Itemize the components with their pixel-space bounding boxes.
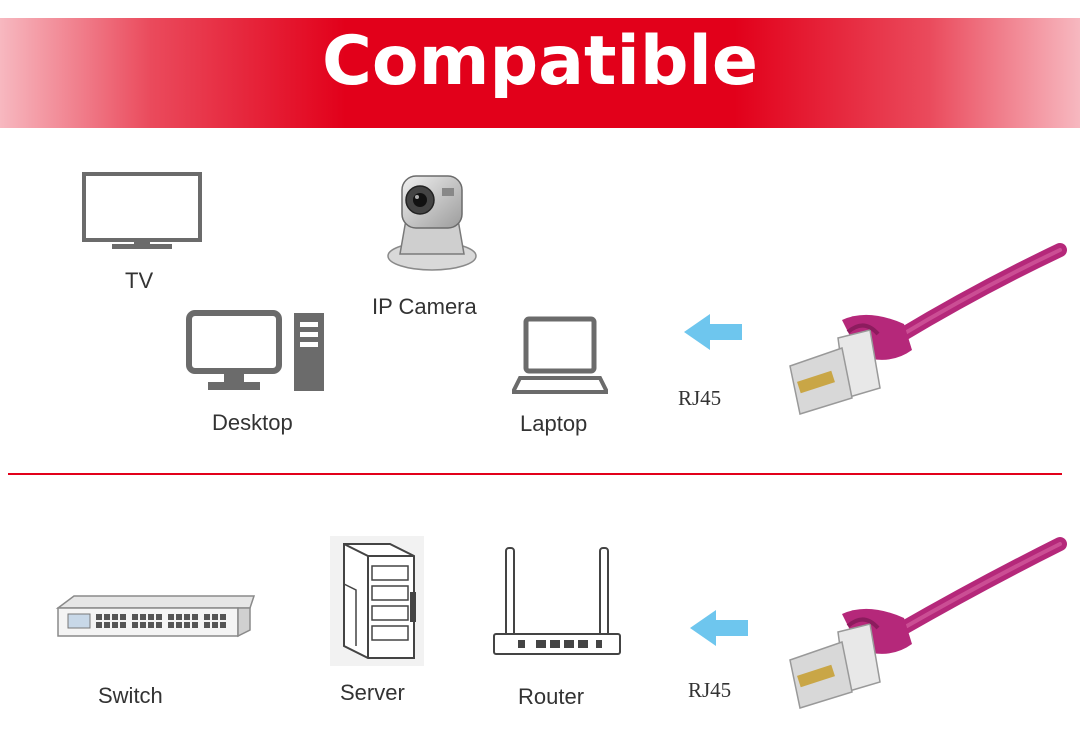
arrow-left-icon: [688, 608, 750, 648]
tv-label: TV: [125, 268, 154, 293]
section-divider: [8, 473, 1062, 475]
rj45-label-top: RJ45: [678, 386, 722, 410]
tv-icon: [82, 172, 202, 254]
rj45-cable-icon: [780, 534, 1070, 714]
rj45-cable-icon: [780, 238, 1070, 418]
rj45-label-bottom: RJ45: [688, 678, 732, 702]
ip-camera-icon: [386, 168, 478, 272]
server-label: Server: [340, 680, 405, 705]
router-icon: [492, 546, 622, 662]
switch-label: Switch: [98, 683, 163, 708]
switch-icon: [54, 592, 258, 650]
laptop-label: Laptop: [520, 411, 588, 436]
ip-camera-label: IP Camera: [372, 294, 477, 319]
desktop-label: Desktop: [212, 410, 293, 435]
router-label: Router: [518, 684, 585, 709]
banner: [0, 18, 1080, 128]
arrow-left-icon: [682, 312, 744, 352]
desktop-icon: [186, 310, 328, 394]
banner-title: Compatible: [322, 22, 758, 101]
server-icon: [330, 536, 424, 666]
laptop-icon: [512, 316, 608, 396]
